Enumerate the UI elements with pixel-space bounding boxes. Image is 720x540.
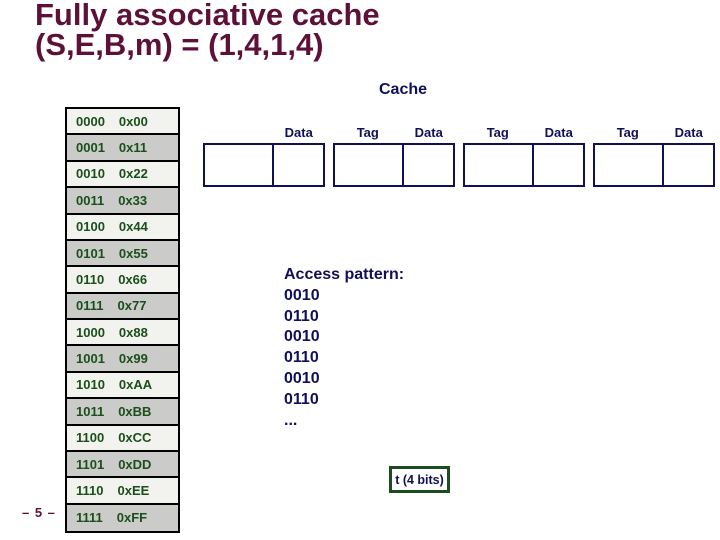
- memory-row: 0010 0x22: [67, 161, 178, 189]
- memory-value: 0x66: [118, 271, 148, 287]
- memory-address: 0100: [76, 219, 105, 235]
- memory-row: 0001 0x11: [67, 135, 178, 162]
- cache-line: Tag Data: [463, 125, 585, 187]
- access-pattern-heading: Access pattern:: [284, 266, 405, 283]
- memory-row: 0110 0x66: [67, 267, 178, 294]
- data-cell: [402, 145, 453, 185]
- memory-row: 1001 0x99: [67, 346, 178, 373]
- access-pattern-entry: 0110: [284, 349, 319, 367]
- memory-row: 1010 0xAA: [67, 372, 178, 400]
- memory-row: 1011 0xBB: [67, 399, 178, 426]
- cache-line-labels: Tag Data: [593, 125, 715, 143]
- memory-value: 0xCC: [118, 430, 152, 446]
- access-pattern-entry: 0010: [284, 286, 320, 304]
- memory-row: 0100 0x44: [67, 214, 178, 241]
- cache-line-labels: Data: [203, 125, 325, 143]
- memory-row: 1111 0xFF: [67, 504, 178, 531]
- access-pattern-entry: 0010: [284, 369, 320, 387]
- access-pattern-entry: 0110: [284, 390, 319, 408]
- memory-table: 0000 0x00 0001 0x11 0010 0x22 0011 0x33 0100 0x44…: [65, 107, 180, 533]
- memory-address: 1000: [76, 324, 105, 340]
- memory-row: 1110 0xEE: [67, 478, 178, 505]
- tag-cell: [465, 145, 532, 185]
- cache-heading: Cache: [378, 81, 428, 98]
- memory-row: 0000 0x00: [67, 109, 178, 136]
- data-column-label: Data: [544, 125, 573, 140]
- tag-column-label: Tag: [486, 125, 509, 140]
- memory-value: 0xAA: [118, 377, 153, 393]
- memory-address: 0110: [76, 271, 105, 287]
- memory-value: 0x22: [118, 166, 148, 182]
- memory-address: 0111: [76, 298, 104, 314]
- data-cell: [272, 145, 323, 185]
- data-column-label: Data: [674, 125, 703, 140]
- memory-value: 0x99: [118, 351, 148, 367]
- access-pattern-entries: 0010 0110 0010 0110 0010 0110...: [284, 286, 404, 432]
- memory-value: 0x77: [117, 298, 147, 314]
- tag-column-label: Tag: [616, 125, 639, 140]
- cache-line-labels: Tag Data: [463, 125, 585, 143]
- access-pattern-entry: 0010: [284, 328, 320, 346]
- memory-row: 0101 0x55: [67, 240, 178, 268]
- memory-value: 0x00: [118, 113, 148, 129]
- memory-value: 0x11: [118, 140, 148, 156]
- page-title-line1: Fully associative cache: [35, 0, 380, 32]
- data-column-label: Data: [284, 125, 313, 140]
- memory-value: 0x44: [118, 219, 148, 235]
- memory-address: 1110: [76, 482, 104, 498]
- cache-line: Tag Data: [333, 125, 455, 187]
- tag-bits-box: t (4 bits): [389, 466, 450, 493]
- page-title-line2: (S,E,B,m) = (1,4,1,4): [35, 27, 324, 62]
- page-title: Fully associative cache (S,E,B,m) = (1,4…: [35, 0, 380, 60]
- cache-line-box: [463, 143, 585, 187]
- tag-cell: [335, 145, 402, 185]
- memory-value: 0xBB: [118, 403, 152, 419]
- memory-row: 1100 0xCC: [67, 425, 178, 452]
- memory-row: 0011 0x33: [67, 188, 178, 215]
- memory-value: 0x33: [118, 192, 148, 208]
- cache-line: Data: [203, 125, 325, 187]
- access-pattern-entry: ...: [284, 411, 298, 429]
- access-pattern-entry: 0110: [284, 307, 319, 325]
- cache-lines: Data Tag Data Tag Data Tag Data: [203, 125, 715, 187]
- memory-value: 0xFF: [116, 510, 148, 526]
- memory-address: 0011: [76, 192, 105, 208]
- memory-value: 0x88: [118, 324, 148, 340]
- memory-row: 1000 0x88: [67, 320, 178, 347]
- tag-cell: [595, 145, 662, 185]
- cache-line-box: [593, 143, 715, 187]
- data-column-label: Data: [414, 125, 443, 140]
- memory-address: 1011: [76, 403, 105, 419]
- memory-value: 0xEE: [117, 482, 150, 498]
- memory-address: 1010: [76, 377, 105, 393]
- data-cell: [532, 145, 583, 185]
- memory-address: 1101: [76, 456, 105, 472]
- data-cell: [662, 145, 713, 185]
- page-number: – 5 –: [22, 505, 56, 520]
- cache-line-box: [333, 143, 455, 187]
- cache-line-box: [203, 143, 325, 187]
- memory-address: 1001: [76, 351, 105, 367]
- memory-value: 0x55: [118, 245, 148, 261]
- memory-address: 0001: [76, 140, 105, 156]
- cache-line-labels: Tag Data: [333, 125, 455, 143]
- memory-row: 0111 0x77: [67, 293, 178, 320]
- memory-address: 1111: [76, 510, 103, 526]
- tag-cell: [205, 145, 272, 185]
- memory-address: 0000: [76, 113, 105, 129]
- memory-address: 0101: [76, 245, 105, 261]
- memory-row: 1101 0xDD: [67, 451, 178, 479]
- tag-column-label: Tag: [356, 125, 379, 140]
- tag-column-label: [203, 125, 273, 143]
- memory-value: 0xDD: [118, 456, 152, 472]
- memory-address: 1100: [76, 430, 105, 446]
- memory-address: 0010: [76, 166, 105, 182]
- access-pattern: Access pattern: 0010 0110 0010 0110 0010 0110…: [284, 265, 404, 431]
- cache-line: Tag Data: [593, 125, 715, 187]
